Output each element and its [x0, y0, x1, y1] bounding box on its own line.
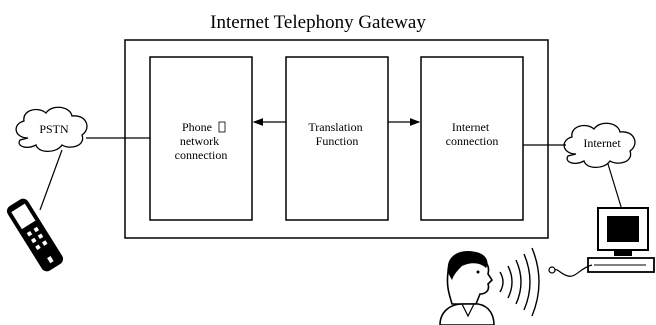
diagram-title: Internet Telephony Gateway [210, 12, 426, 33]
phone-module-line2: network [180, 134, 219, 148]
sound-waves-icon [499, 247, 540, 317]
microphone-cable [553, 264, 593, 277]
translation-line1: Translation [308, 120, 362, 134]
svg-text:Phone: Phone [182, 120, 212, 134]
internet-cloud-label: Internet [583, 136, 621, 150]
mobile-phone-icon [6, 198, 64, 272]
pstn-to-phone-link [39, 149, 63, 211]
phone-module-line1: Phone [182, 120, 212, 134]
svg-text:network connection: network connection [175, 134, 228, 162]
translation-line2: Function [316, 134, 359, 148]
computer-icon [587, 207, 655, 273]
phone-module-line3: connection [175, 148, 228, 162]
internet-to-computer-link [607, 163, 623, 211]
person-speaking-icon [439, 250, 495, 325]
internet-module-line2: connection [446, 134, 499, 148]
microphone-icon [548, 266, 556, 274]
gateway-frame [124, 39, 549, 239]
phone-network-module: Phone network connection [149, 56, 253, 221]
internet-connection-module: Internet connection [420, 56, 524, 221]
pstn-label: PSTN [39, 122, 69, 136]
pstn-cloud-icon [15, 106, 88, 153]
placeholder-glyph-icon [218, 121, 226, 133]
translation-module: Translation Function [285, 56, 389, 221]
internet-module-line1: Internet [452, 120, 490, 134]
svg-text:Translation Function: Translation Function [308, 120, 365, 148]
internet-cloud-icon [563, 122, 636, 169]
svg-text:Internet connection: Internet connection [446, 120, 499, 148]
